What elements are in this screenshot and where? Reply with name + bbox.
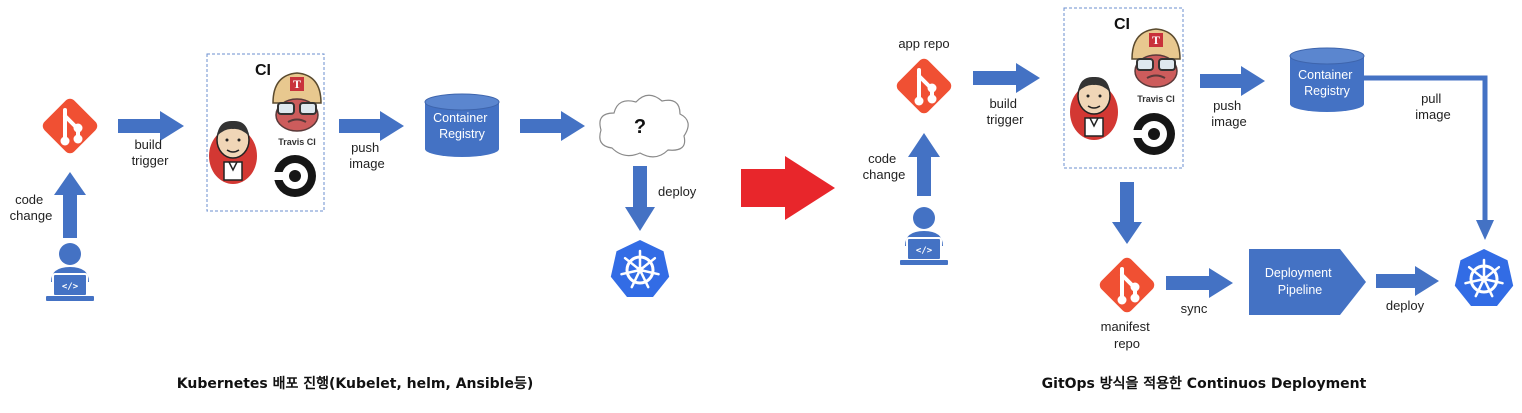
- registry-label-r-l1: Container: [1298, 68, 1352, 82]
- arrow-to-cloud: [520, 111, 585, 141]
- label-build-trigger-r: build trigger: [987, 96, 1025, 127]
- travis-ci-icon-r: [1131, 28, 1181, 88]
- arrow-deploy: [625, 166, 655, 231]
- pipeline-label-l1: Deployment: [1265, 266, 1332, 280]
- travis-ci-icon: [272, 72, 322, 132]
- label-push-image-l2: image: [349, 156, 384, 171]
- cloud-mark: ?: [634, 116, 646, 138]
- label-build-trigger-l1: build: [134, 137, 161, 152]
- ci-title-r: CI: [1114, 16, 1130, 33]
- deployment-pipeline: Deployment Pipeline: [1249, 249, 1366, 315]
- label-manifest-repo-l2: repo: [1114, 336, 1140, 351]
- label-build-trigger-l2: trigger: [132, 153, 170, 168]
- label-code-change-r-l2: change: [863, 167, 906, 182]
- registry-label-r-l2: Registry: [1304, 84, 1351, 98]
- label-deploy-r: deploy: [1386, 298, 1425, 313]
- ci-title: CI: [255, 62, 271, 79]
- arrow-code-change: [54, 172, 86, 238]
- manifest-repo-git-icon: [1095, 253, 1159, 317]
- label-code-change-r: code change: [863, 151, 906, 182]
- label-manifest-repo: manifest repo: [1101, 319, 1154, 351]
- label-manifest-repo-l1: manifest: [1101, 319, 1151, 334]
- label-push-image-r-l1: push: [1213, 98, 1241, 113]
- arrow-push-image-r: [1200, 66, 1265, 96]
- kubernetes-icon-r: [1453, 247, 1515, 308]
- arrow-ci-to-manifest: [1112, 182, 1142, 244]
- arrow-build-trigger: [118, 111, 184, 141]
- arrow-push-image: [339, 111, 404, 141]
- git-icon: [38, 94, 102, 158]
- label-deploy: deploy: [658, 184, 697, 199]
- travis-ci-label: Travis CI: [278, 137, 316, 147]
- developer-laptop-icon-r: [899, 206, 949, 266]
- kubernetes-icon: [609, 238, 671, 299]
- label-code-change-l1: code: [15, 192, 43, 207]
- label-push-image-l1: push: [351, 140, 379, 155]
- registry-label: Container Registry: [433, 111, 491, 141]
- arrow-build-trigger-r: [973, 63, 1040, 93]
- arrow-code-change-r: [908, 133, 940, 196]
- label-code-change: code change: [10, 192, 53, 223]
- registry-label-l1: Container: [433, 111, 487, 125]
- label-sync: sync: [1181, 301, 1208, 316]
- label-build-trigger-r-l1: build: [989, 96, 1016, 111]
- arrow-sync: [1166, 268, 1233, 298]
- label-pull-image-l2: image: [1415, 107, 1450, 122]
- travis-ci-label-r: Travis CI: [1137, 94, 1175, 104]
- arrow-deploy-r: [1376, 266, 1439, 296]
- label-push-image-r: push image: [1211, 98, 1246, 129]
- pipeline-label-l2: Pipeline: [1278, 283, 1323, 297]
- right-caption: GitOps 방식을 적용한 Continuos Deployment: [1042, 375, 1367, 392]
- left-diagram: code change build trigger CI Travis CI p…: [10, 53, 697, 392]
- transition-arrow: [741, 156, 835, 220]
- label-build-trigger-r-l2: trigger: [987, 112, 1025, 127]
- label-pull-image-l1: pull: [1421, 91, 1441, 106]
- cloud-icon: ?: [599, 94, 689, 158]
- pipeline-label: Deployment Pipeline: [1265, 266, 1335, 297]
- right-diagram: app repo code change build trigger CI Tr…: [863, 7, 1515, 392]
- label-push-image-r-l2: image: [1211, 114, 1246, 129]
- developer-laptop-icon: [45, 242, 95, 302]
- registry-label-l2: Registry: [439, 127, 486, 141]
- label-build-trigger: build trigger: [132, 137, 170, 168]
- container-registry-r: Container Registry: [1289, 47, 1365, 112]
- label-push-image: push image: [349, 140, 384, 171]
- label-code-change-r-l1: code: [868, 151, 896, 166]
- left-caption: Kubernetes 배포 진행(Kubelet, helm, Ansible등…: [177, 375, 533, 392]
- arrow-pull-image: [1364, 75, 1494, 240]
- label-pull-image: pull image: [1415, 91, 1450, 122]
- label-code-change-l2: change: [10, 208, 53, 223]
- app-repo-git-icon: [892, 54, 956, 118]
- label-app-repo: app repo: [898, 36, 949, 51]
- container-registry: Container Registry: [424, 93, 500, 157]
- registry-label-r: Container Registry: [1298, 68, 1356, 98]
